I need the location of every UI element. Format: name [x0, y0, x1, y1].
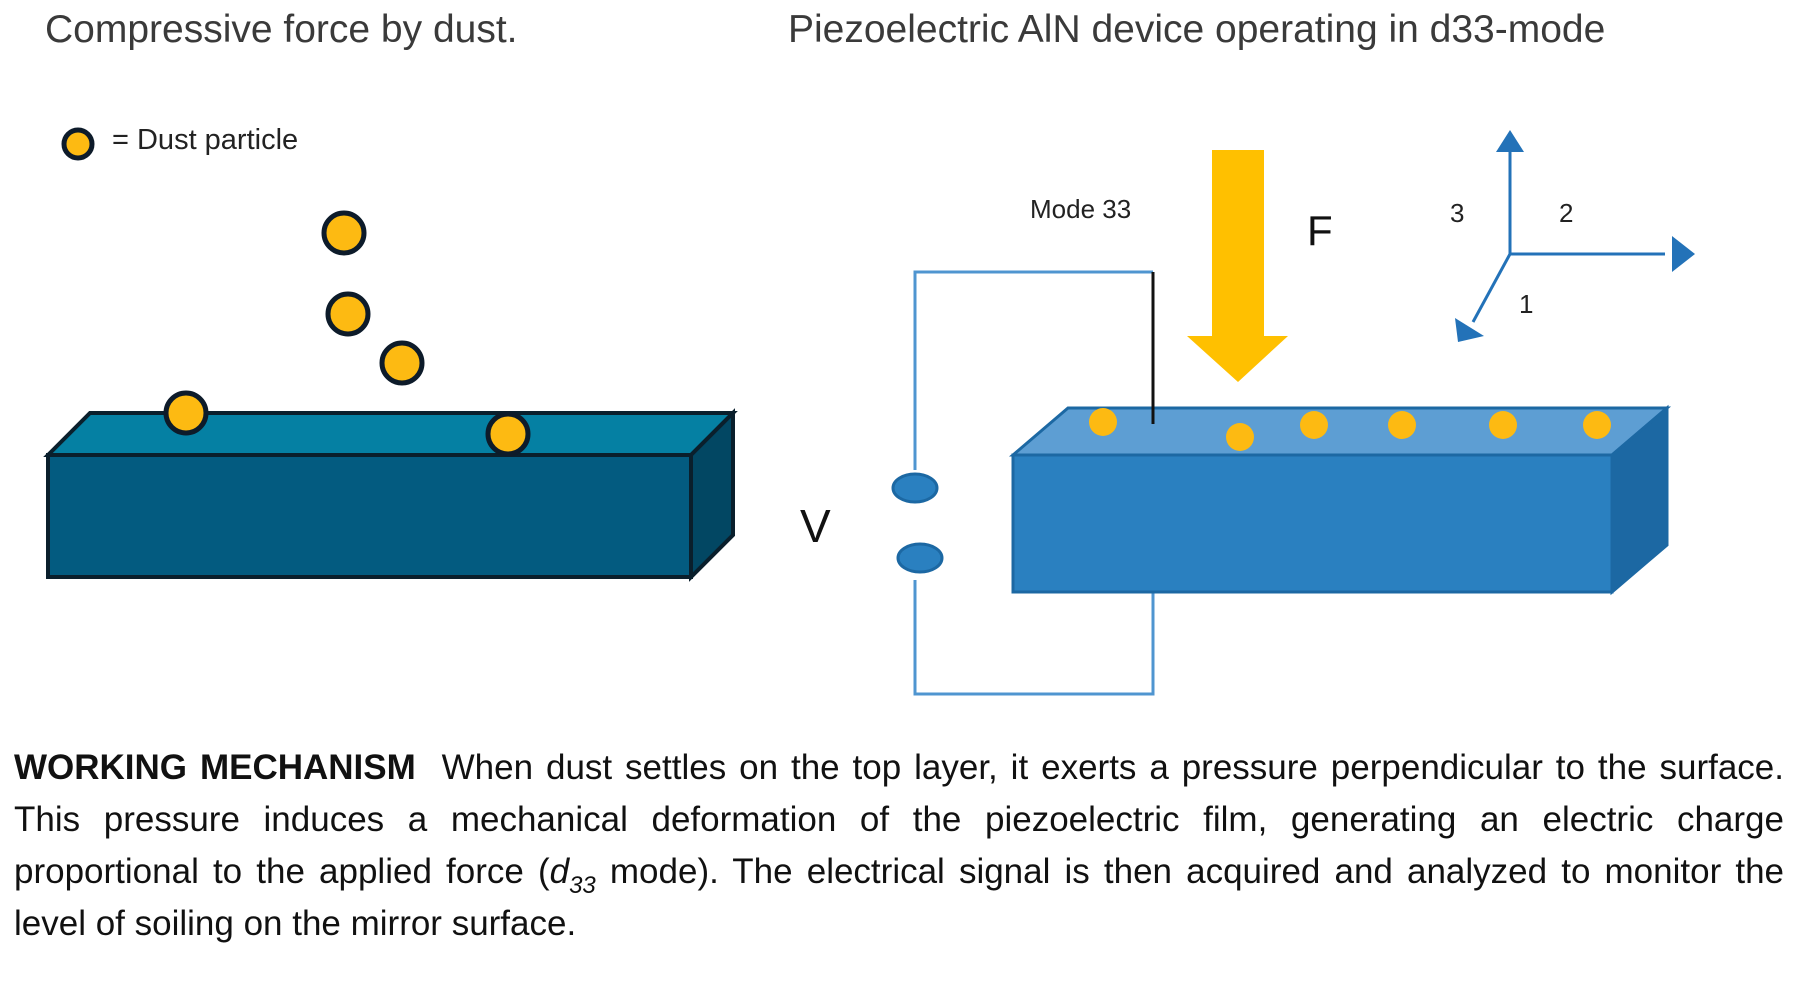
axis-3-label: 3	[1450, 198, 1464, 228]
left-substrate-block	[43, 408, 738, 582]
settled-dust-particle	[1388, 411, 1416, 439]
legend-dust-icon	[61, 127, 95, 161]
diagram-canvas: Mode 33 F V 3 2 1	[43, 127, 1695, 696]
settled-dust-particle	[163, 390, 209, 436]
voltage-label: V	[800, 500, 831, 552]
axis-1-arrowhead-icon	[1455, 318, 1484, 342]
falling-dust-particle	[321, 210, 367, 256]
piezo-device-block	[1008, 404, 1672, 596]
axis-1-label: 1	[1519, 289, 1533, 319]
left-block-front-face	[46, 453, 693, 579]
axis-2-arrowhead-icon	[1672, 236, 1695, 272]
piezo-block-front-face	[1011, 453, 1614, 594]
falling-dust-particle	[325, 291, 371, 337]
description-paragraph: WORKING MECHANISM When dust settles on t…	[14, 742, 1784, 950]
description-heading: WORKING MECHANISM	[14, 748, 416, 787]
legend-label: = Dust particle	[112, 124, 299, 156]
positive-terminal	[891, 472, 939, 504]
falling-dust-particle	[379, 340, 425, 386]
left-block-top-face	[43, 411, 738, 457]
axis-triad	[1455, 130, 1695, 342]
coefficient-symbol: d	[549, 852, 570, 891]
settled-dust-particle	[485, 411, 531, 457]
axis-1-line	[1471, 253, 1512, 323]
force-label: F	[1307, 207, 1333, 254]
negative-terminal	[896, 542, 944, 574]
axis-3-arrowhead-icon	[1496, 130, 1524, 152]
description-text-part2: mode). The electrical signal is then acq…	[14, 852, 1784, 943]
left-panel-title: Compressive force by dust.	[45, 8, 518, 51]
right-panel-title: Piezoelectric AlN device operating in d3…	[788, 8, 1606, 51]
coefficient-subscript: 33	[569, 872, 596, 899]
settled-dust-particle	[1089, 408, 1117, 436]
circuit-wire	[913, 270, 1155, 696]
settled-dust-particle	[1300, 411, 1328, 439]
right-dust-particles	[1089, 408, 1611, 451]
settled-dust-particle	[1583, 411, 1611, 439]
settled-dust-particle	[1226, 423, 1254, 451]
force-arrow-icon	[1187, 150, 1288, 382]
axis-2-label: 2	[1559, 198, 1573, 228]
description-text-part1: When dust settles on the top layer, it e…	[14, 748, 1784, 891]
mode-label: Mode 33	[1030, 194, 1131, 224]
left-dust-particles	[163, 210, 531, 457]
circuit-wire-bottom	[913, 580, 1155, 696]
settled-dust-particle	[1489, 411, 1517, 439]
circuit-wire-top	[913, 270, 1153, 470]
